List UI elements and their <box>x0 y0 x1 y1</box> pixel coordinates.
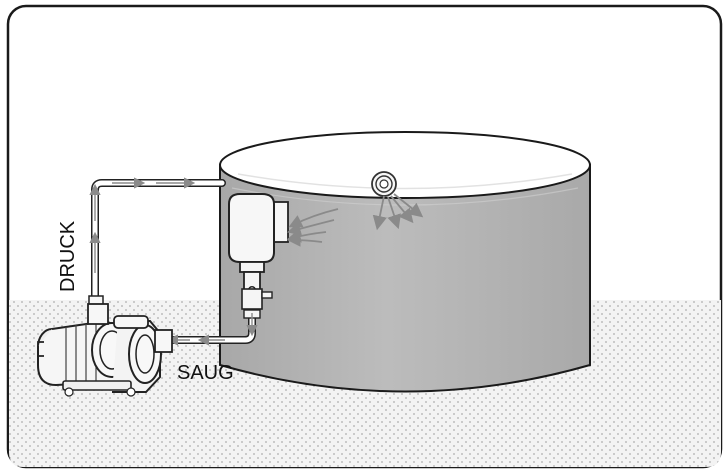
skimmer-icon <box>228 193 289 291</box>
skimmer-intake-arrows <box>286 208 339 247</box>
above-ground-pool <box>219 131 591 393</box>
pool-pump-icon <box>37 303 173 397</box>
suction-label: SAUG <box>177 362 234 384</box>
pool-rim <box>219 131 591 199</box>
return-flow-arrows <box>372 193 424 231</box>
pressure-flow-arrows <box>89 177 196 273</box>
return-nozzle-icon <box>371 171 397 197</box>
pressure-label: DRUCK <box>57 220 79 292</box>
water-line <box>237 173 573 190</box>
water-shadow-line <box>231 187 579 206</box>
suction-flow-arrows <box>166 313 258 346</box>
